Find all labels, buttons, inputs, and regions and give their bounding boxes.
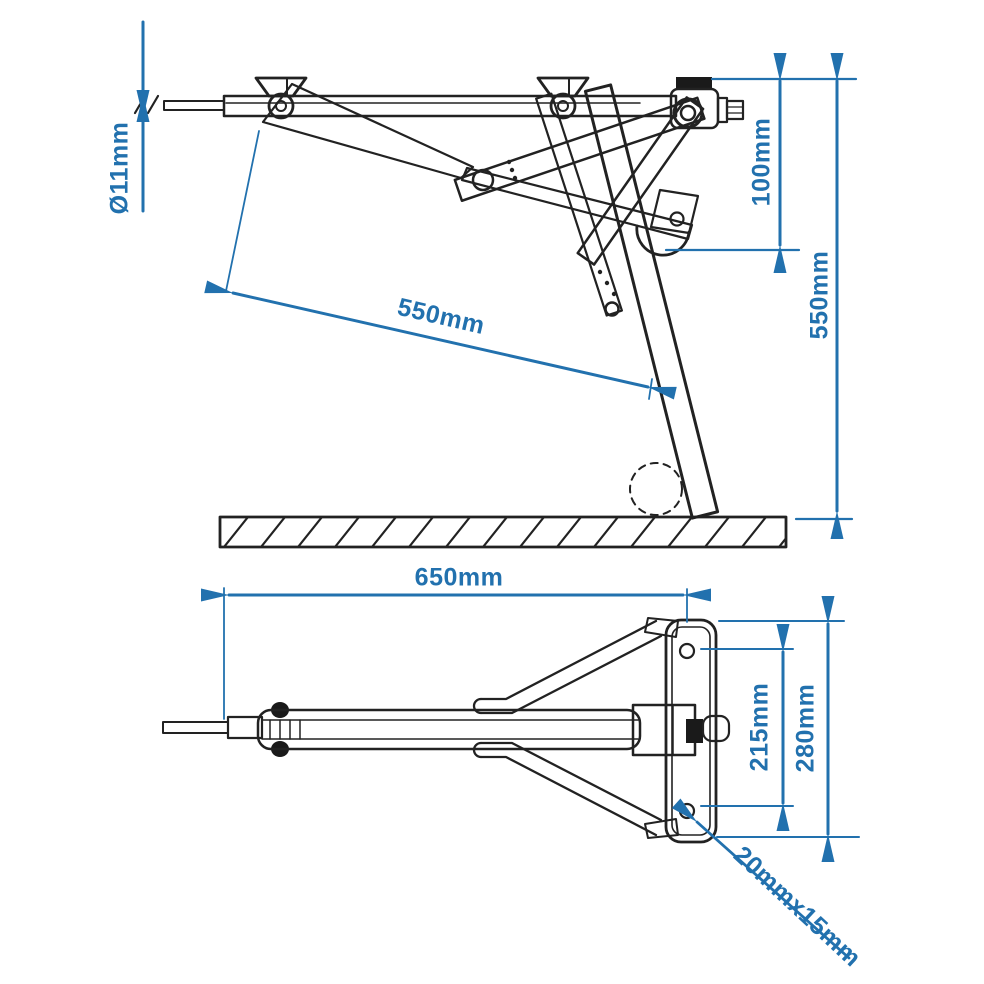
dim-label-rod-diameter: Ø11mm — [105, 121, 134, 215]
drive-hex-nut — [725, 99, 745, 121]
dim-label-bracket-drop: 100mm — [747, 117, 776, 207]
crank-rod — [163, 100, 225, 111]
foot-plate — [664, 618, 718, 844]
main-pivot — [672, 97, 704, 129]
v-frame-upper-arm — [472, 619, 663, 715]
crank-rod-plan — [162, 721, 229, 734]
dim-label-overall-length: 650mm — [414, 563, 504, 592]
plan-view-dimensions — [201, 587, 860, 960]
link-arm-long — [261, 82, 475, 180]
hanger-bracket-left — [254, 76, 308, 98]
foot-swing-circle — [629, 462, 683, 516]
dim-label-overall-height: 550mm — [805, 250, 834, 340]
main-leg — [583, 83, 720, 520]
plan-view-linework — [162, 617, 731, 844]
screw-tube — [256, 708, 642, 751]
dim-label-hole-spacing: 215mm — [745, 682, 774, 772]
pulley-arc — [635, 224, 691, 257]
link-pivot — [471, 168, 495, 192]
mount-flange — [676, 77, 712, 89]
ground-hatch — [218, 515, 788, 549]
hanger-bracket-middle — [536, 76, 590, 98]
plate-hole-bottom — [678, 802, 696, 820]
plate-hole-top — [678, 642, 696, 660]
screw-nut — [686, 719, 703, 743]
pivot-plate — [649, 188, 700, 235]
leader-line-slot — [671, 798, 851, 960]
screw-end-cap — [701, 714, 731, 743]
v-frame-lower-arm — [472, 741, 663, 837]
gear-housing — [631, 703, 697, 757]
side-view-dimensions — [136, 20, 858, 539]
dim-line-extension-550 — [204, 280, 677, 400]
dim-label-plate-height: 280mm — [791, 683, 820, 773]
